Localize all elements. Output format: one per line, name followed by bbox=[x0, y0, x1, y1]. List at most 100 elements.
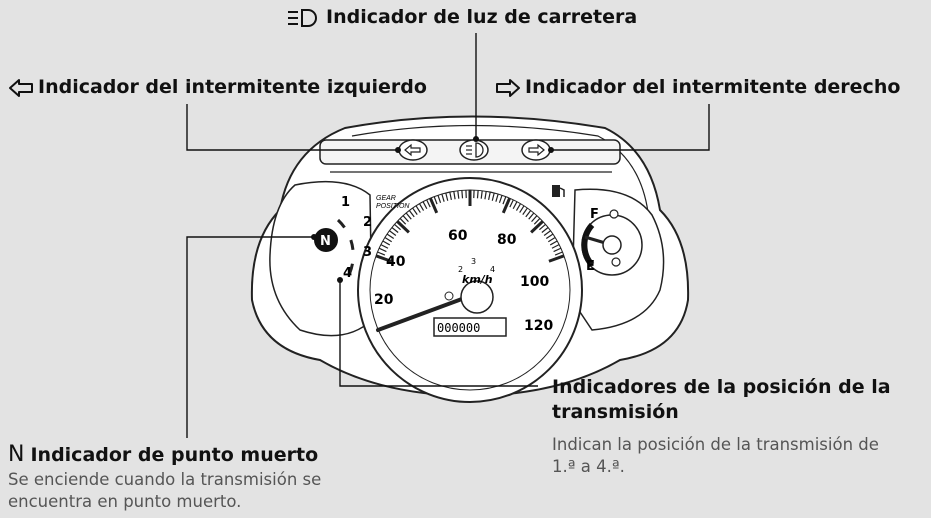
neutral-icon: N bbox=[8, 442, 25, 467]
gear-label-1: 1 bbox=[341, 195, 350, 210]
neutral-indicator-lamp bbox=[314, 228, 338, 252]
high-beam-text: Indicador de luz de carretera bbox=[326, 6, 638, 28]
speed-tick-mark bbox=[554, 251, 563, 256]
speed-tick-mark bbox=[541, 227, 549, 233]
leader-lines bbox=[186, 33, 710, 438]
gear-label-4: 4 bbox=[343, 266, 352, 281]
speed-tick-mark bbox=[433, 196, 438, 205]
speed-tick-mark bbox=[449, 191, 452, 201]
tach-tick-3: 3 bbox=[471, 257, 476, 266]
gear-position-title-2: transmisión bbox=[552, 401, 679, 423]
gear-position-desc-1: Indican la posición de la transmisión de bbox=[552, 435, 879, 454]
needle-hub bbox=[460, 280, 494, 314]
speed-tick-mark bbox=[422, 201, 428, 210]
speed-tick-mark bbox=[441, 193, 445, 202]
gear-position-desc-2: 1.ª a 4.ª. bbox=[552, 457, 625, 476]
gear-label-3: 3 bbox=[363, 245, 372, 260]
speed-tick-mark bbox=[437, 195, 442, 204]
speed-tick-mark bbox=[415, 205, 421, 213]
tach-tick-4: 4 bbox=[490, 265, 495, 274]
speed-tick-mark bbox=[522, 207, 528, 215]
speed-tick-mark bbox=[543, 230, 551, 236]
speed-tick-mark bbox=[512, 201, 518, 210]
neutral-desc-1: Se enciende cuando la transmisión se bbox=[8, 470, 322, 489]
speed-tick-mark bbox=[545, 233, 554, 240]
speed-tick-mark bbox=[378, 247, 387, 253]
speed-unit: km/h bbox=[462, 273, 493, 286]
left-arrow-icon bbox=[9, 78, 33, 97]
right-turn-label: Indicador del intermitente derecho bbox=[495, 76, 900, 98]
speed-tick-mark bbox=[488, 191, 491, 201]
speed-tick-mark bbox=[501, 197, 511, 214]
speed-tick-mark bbox=[495, 193, 499, 202]
speed-tick-mark bbox=[519, 205, 525, 213]
gear-label-2: 2 bbox=[363, 215, 372, 230]
speed-tick-mark bbox=[515, 203, 522, 211]
speed-tick-mark bbox=[551, 244, 560, 249]
high-beam-lamp bbox=[459, 139, 489, 161]
speed-tick-mark bbox=[457, 190, 460, 199]
speed-tick-mark bbox=[429, 197, 439, 214]
right-turn-lamp bbox=[521, 139, 551, 161]
speed-tick-mark bbox=[480, 190, 483, 199]
speed-tick-mark bbox=[484, 191, 487, 200]
speed-tick-mark bbox=[548, 254, 565, 263]
speed-tick-mark bbox=[476, 190, 479, 199]
speed-tick-mark bbox=[498, 195, 503, 204]
fuel-empty-label: E bbox=[586, 259, 595, 274]
speed-tick-mark bbox=[405, 212, 412, 220]
speed-tick-80: 80 bbox=[497, 232, 517, 248]
neutral-desc-2: encuentra en punto muerto. bbox=[8, 492, 242, 511]
left-turn-text: Indicador del intermitente izquierdo bbox=[38, 76, 427, 98]
speed-tick-mark bbox=[402, 215, 409, 223]
speed-tick-60: 60 bbox=[448, 228, 468, 244]
speed-tick-mark bbox=[453, 191, 456, 200]
gear-caption-1: GEAR bbox=[376, 195, 396, 202]
speed-tick-mark bbox=[547, 236, 556, 243]
left-turn-label: Indicador del intermitente izquierdo bbox=[8, 76, 427, 98]
speed-tick-mark bbox=[408, 210, 415, 218]
right-turn-text: Indicador del intermitente derecho bbox=[525, 76, 901, 98]
speed-tick-mark bbox=[553, 247, 562, 253]
speed-tick-20: 20 bbox=[374, 292, 394, 308]
speed-needle bbox=[376, 294, 472, 332]
fuel-full-label: F bbox=[590, 207, 599, 222]
speed-tick-mark bbox=[399, 218, 407, 225]
tach-tick-2: 2 bbox=[458, 265, 463, 274]
gear-caption-2: POSITION bbox=[376, 203, 410, 210]
neutral-text: Indicador de punto muerto bbox=[30, 444, 319, 466]
speed-tick-mark bbox=[525, 210, 532, 218]
speed-tick-40: 40 bbox=[386, 254, 406, 270]
speed-tick-mark bbox=[412, 207, 418, 215]
speed-tick-mark bbox=[375, 254, 392, 263]
speed-tick-mark bbox=[394, 223, 401, 231]
neutral-lamp-mark: N bbox=[320, 234, 331, 249]
speed-tick-mark bbox=[384, 236, 393, 243]
speed-tick-mark bbox=[530, 220, 544, 234]
speed-tick-mark bbox=[539, 223, 546, 231]
gear-position-title-1: Indicadores de la posición de la bbox=[552, 376, 891, 398]
speed-tick-mark bbox=[533, 218, 541, 225]
speed-tick-mark bbox=[389, 230, 397, 236]
speed-tick-mark bbox=[528, 212, 535, 220]
speed-tick-mark bbox=[549, 240, 558, 246]
gear-pod bbox=[269, 180, 373, 337]
speed-tick-mark bbox=[377, 251, 386, 256]
left-turn-lamp bbox=[398, 139, 428, 161]
speed-tick-mark bbox=[382, 240, 391, 246]
high-beam-label: Indicador de luz de carretera bbox=[286, 6, 637, 28]
speed-tick-100: 100 bbox=[520, 274, 549, 290]
speed-tick-mark bbox=[461, 190, 464, 199]
speed-tick-mark bbox=[491, 192, 495, 201]
speed-tick-mark bbox=[509, 199, 514, 208]
fuel-pump-icon bbox=[552, 185, 560, 197]
odometer-readout: 000000 bbox=[437, 321, 480, 335]
speed-tick-mark bbox=[386, 233, 395, 240]
speed-tick-mark bbox=[531, 215, 538, 223]
speed-tick-mark bbox=[426, 199, 431, 208]
speed-tick-120: 120 bbox=[524, 318, 553, 334]
speed-tick-mark bbox=[380, 244, 389, 249]
speed-tick-mark bbox=[391, 227, 399, 233]
